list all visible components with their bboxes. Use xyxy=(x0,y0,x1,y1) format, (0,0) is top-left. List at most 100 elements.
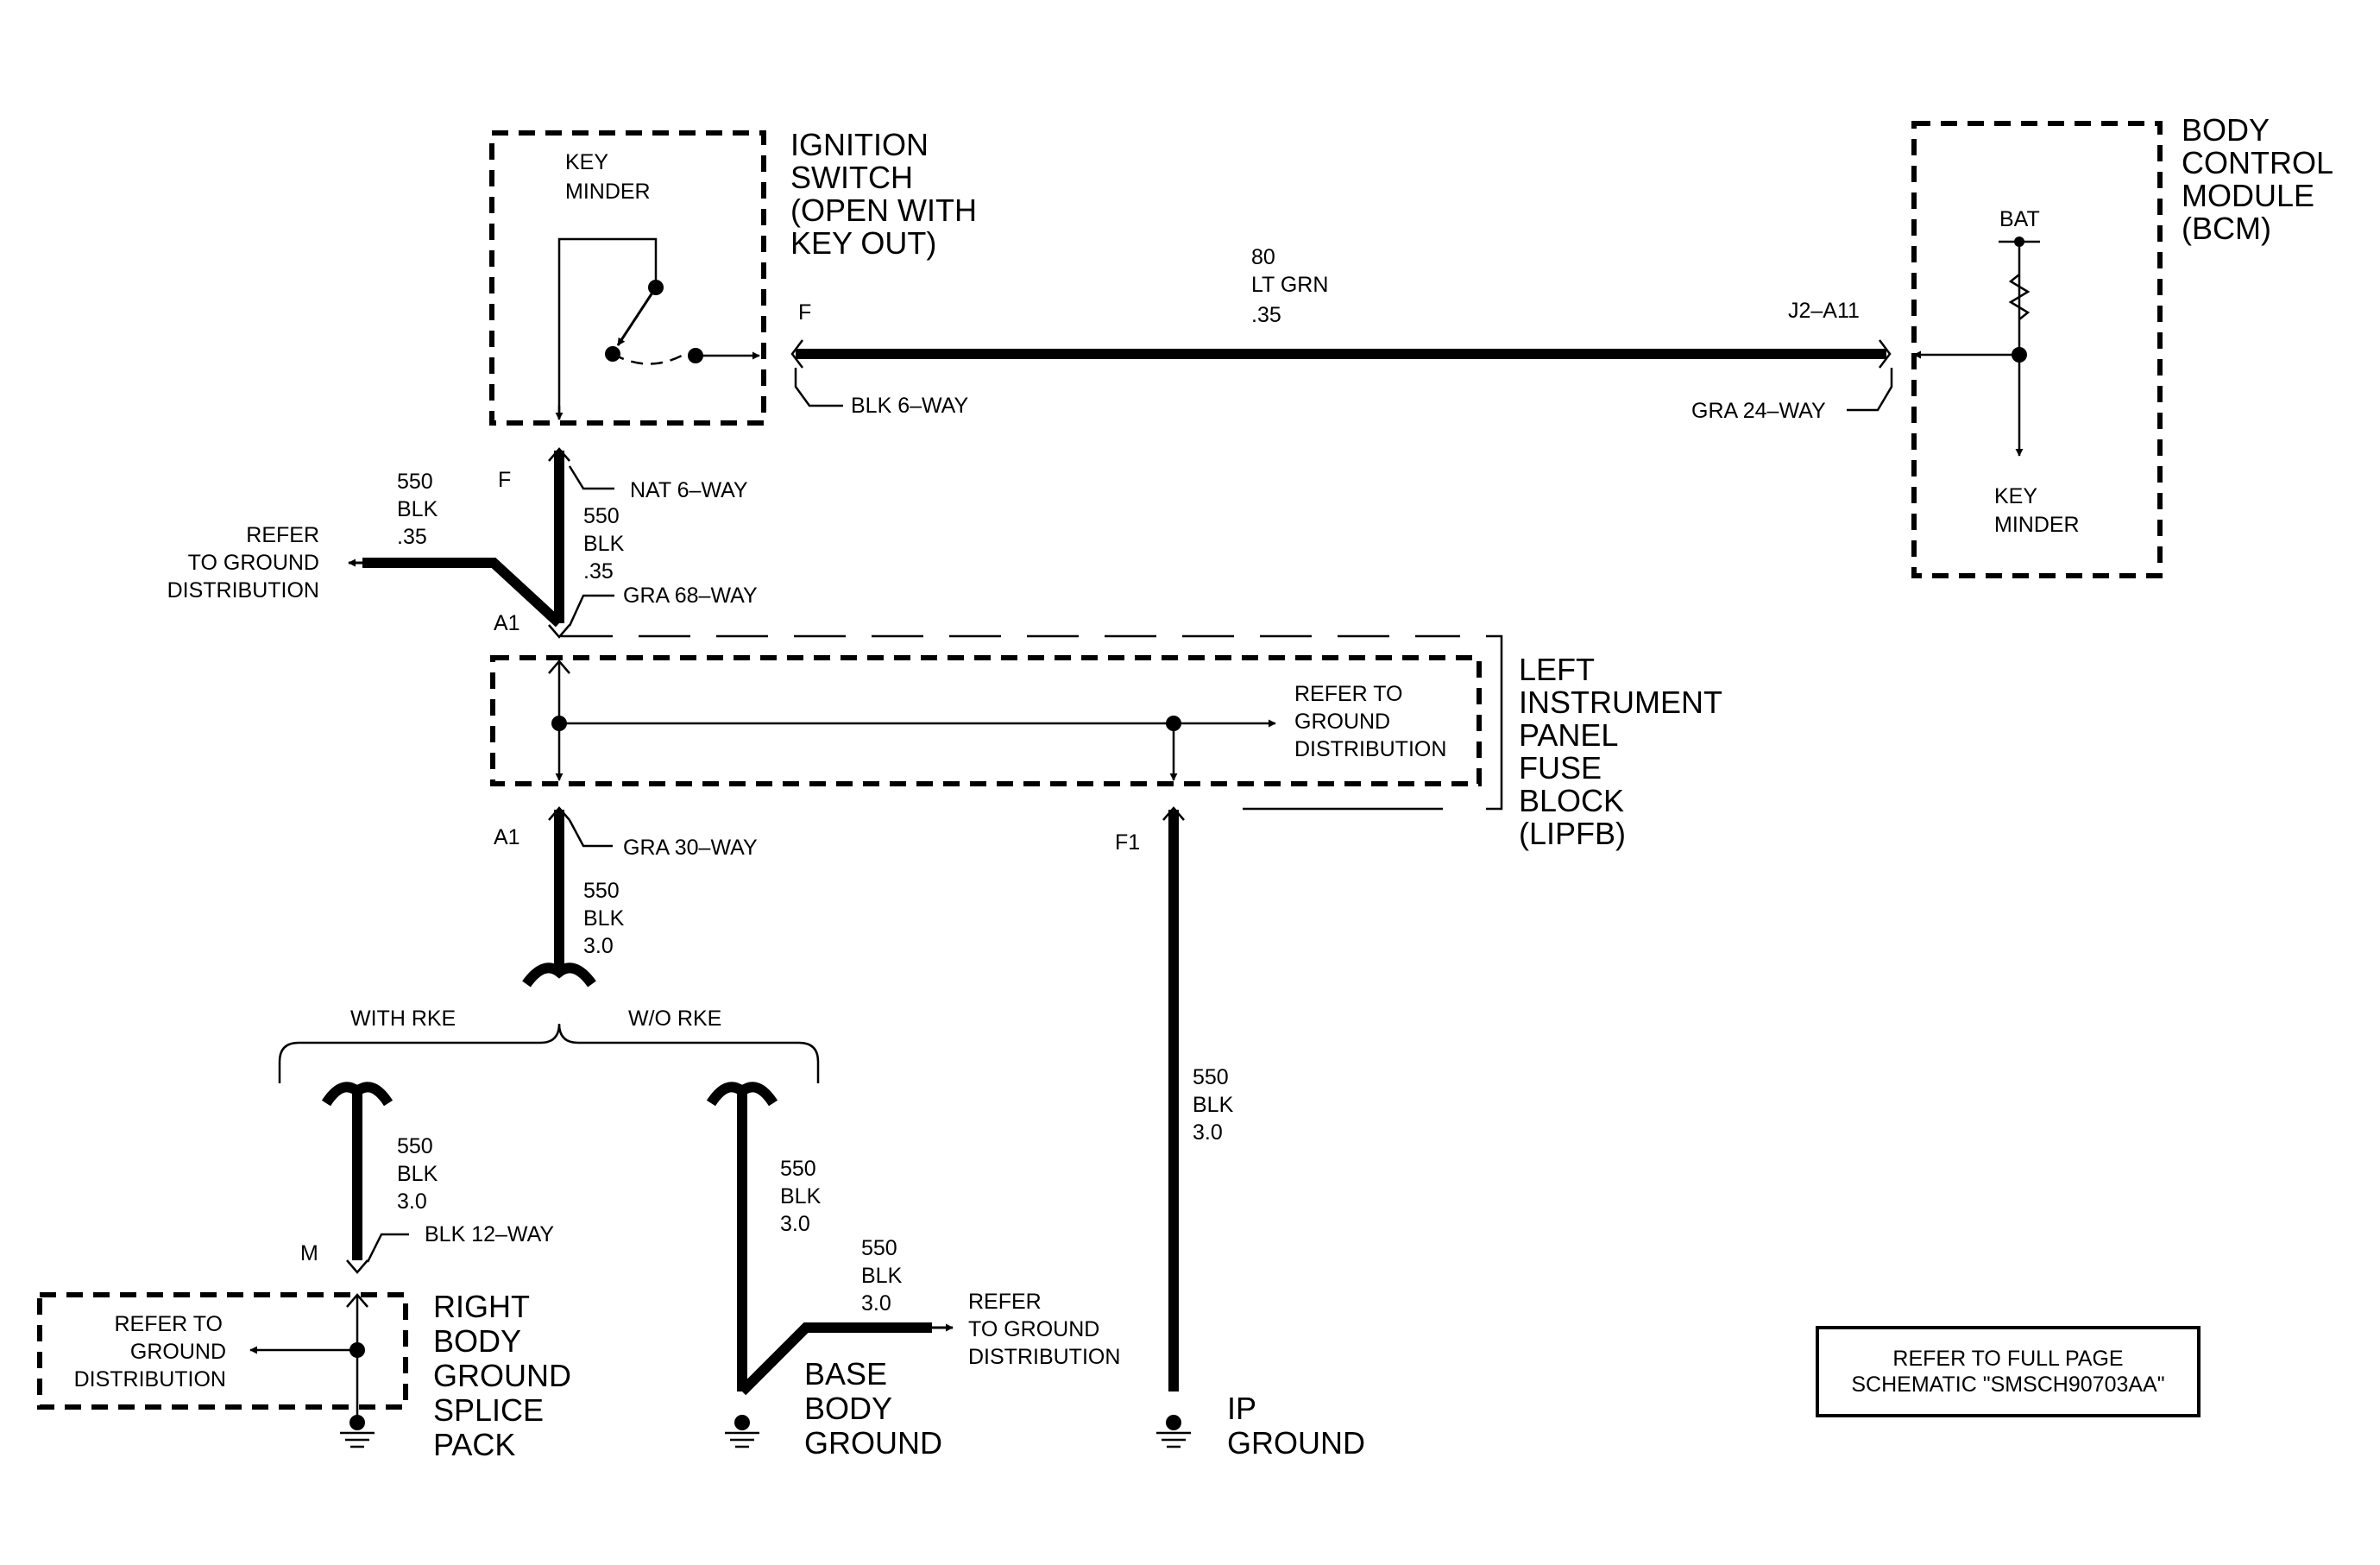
base-branch-color: BLK xyxy=(861,1264,903,1288)
lipfb-title-5: BLOCK xyxy=(1519,783,1624,818)
worke-circuit: 550 xyxy=(780,1157,816,1181)
lipfb-refer-3: DISTRIBUTION xyxy=(1294,737,1446,761)
lipfb-title-2: INSTRUMENT xyxy=(1519,685,1722,720)
bcm-title-4: (BCM) xyxy=(2182,211,2271,246)
base-branch-refer-2: TO GROUND xyxy=(968,1317,1099,1341)
splice-refer-2: GROUND xyxy=(130,1340,226,1364)
base-branch-refer-1: REFER xyxy=(968,1290,1042,1314)
bcm-title-3: MODULE xyxy=(2182,178,2314,213)
base-ground-title-3: GROUND xyxy=(804,1425,942,1461)
fuse-f1-terminal: F1 xyxy=(1115,830,1140,855)
option-bracket xyxy=(278,1023,820,1083)
bcm-title-1: BODY xyxy=(2182,112,2270,148)
rke-circuit: 550 xyxy=(397,1134,433,1158)
wire-550-ip xyxy=(1162,806,1185,1391)
bcm-connector: GRA 24–WAY xyxy=(1691,399,1826,423)
to-fuse-color: BLK xyxy=(583,532,625,556)
ip-gauge: 3.0 xyxy=(1193,1120,1223,1145)
bcm-bat-label: BAT xyxy=(1999,207,2040,231)
to-fuse-terminal: A1 xyxy=(494,611,520,635)
left-branch-circuit: 550 xyxy=(397,470,433,494)
bcm-box xyxy=(1911,121,2163,578)
base-body-ground-icon xyxy=(725,1415,759,1448)
ignition-switch-title-2: SWITCH xyxy=(790,160,913,195)
ip-ground-icon xyxy=(1156,1415,1191,1448)
rke-color: BLK xyxy=(397,1162,438,1186)
from-fuse-circuit: 550 xyxy=(583,879,620,903)
base-branch-refer-3: DISTRIBUTION xyxy=(968,1345,1120,1369)
splice-refer-3: DISTRIBUTION xyxy=(74,1367,226,1391)
splice-pack-ground-icon xyxy=(340,1415,375,1448)
wire-80-color: LT GRN xyxy=(1251,273,1328,297)
lipfb-title-4: FUSE xyxy=(1519,750,1602,786)
ignition-switch-contacts xyxy=(555,237,760,420)
splice-pack-internal xyxy=(249,1293,368,1426)
to-fuse-circuit: 550 xyxy=(583,504,620,528)
splice-title-5: PACK xyxy=(433,1427,515,1462)
ignition-switch-box xyxy=(489,130,766,426)
base-ground-title-1: BASE xyxy=(804,1356,887,1391)
worke-color: BLK xyxy=(780,1184,822,1208)
ignition-terminal-f: F xyxy=(798,300,811,325)
bcm-key-minder-1: KEY xyxy=(1994,484,2037,508)
ip-color: BLK xyxy=(1193,1093,1234,1117)
lipfb-outline xyxy=(561,634,1503,811)
worke-gauge: 3.0 xyxy=(780,1212,810,1236)
fuse-a1-terminal: A1 xyxy=(494,825,520,849)
left-branch-color: BLK xyxy=(397,497,438,521)
ip-ground-title-1: IP xyxy=(1227,1391,1256,1426)
wire-80-gauge: .35 xyxy=(1251,303,1281,327)
bcm-key-minder-2: MINDER xyxy=(1994,513,2080,537)
lipfb-title-6: (LIPFB) xyxy=(1519,816,1626,851)
base-ground-title-2: BODY xyxy=(804,1391,892,1426)
from-fuse-color: BLK xyxy=(583,906,625,931)
base-branch-gauge: 3.0 xyxy=(861,1291,891,1316)
ip-circuit: 550 xyxy=(1193,1065,1229,1089)
schematic-note-2: SCHEMATIC "SMSCH90703AA" xyxy=(1851,1373,2164,1397)
to-fuse-gauge: .35 xyxy=(583,559,614,584)
ip-ground-title-2: GROUND xyxy=(1227,1425,1365,1461)
lipfb-refer-1: REFER TO xyxy=(1294,682,1403,706)
wire-80 xyxy=(790,339,1893,412)
option-wo-rke: W/O RKE xyxy=(628,1007,721,1031)
left-branch-refer-2: TO GROUND xyxy=(188,551,319,575)
key-minder-label-1: KEY xyxy=(565,150,608,174)
splice-title-3: GROUND xyxy=(433,1358,571,1393)
wire-550-from-fuse xyxy=(522,806,613,988)
rke-terminal: M xyxy=(300,1241,318,1265)
wire-550-ign-to-fuse xyxy=(348,447,614,639)
to-fuse-connector: GRA 68–WAY xyxy=(623,584,758,608)
ignition-switch-title-4: KEY OUT) xyxy=(790,225,936,261)
rke-gauge: 3.0 xyxy=(397,1190,427,1214)
bcm-title-2: CONTROL xyxy=(2182,145,2333,180)
option-with-rke: WITH RKE xyxy=(350,1007,456,1031)
lipfb-title-1: LEFT xyxy=(1519,652,1595,687)
bcm-internal xyxy=(1913,237,2040,457)
schematic-note-1: REFER TO FULL PAGE xyxy=(1892,1347,2123,1371)
bcm-terminal: J2–A11 xyxy=(1788,299,1860,323)
lipfb-box xyxy=(490,655,1482,786)
lipfb-internal xyxy=(548,659,1276,781)
lipfb-title-3: PANEL xyxy=(1519,717,1618,753)
key-minder-label-2: MINDER xyxy=(565,180,651,204)
ign-bottom-connector: NAT 6–WAY xyxy=(630,478,748,502)
wire-550-rke xyxy=(321,1082,409,1274)
splice-title-1: RIGHT xyxy=(433,1289,530,1324)
ign-bottom-terminal-f: F xyxy=(498,468,511,492)
from-fuse-gauge: 3.0 xyxy=(583,934,614,958)
rke-connector: BLK 12–WAY xyxy=(425,1222,554,1246)
splice-title-2: BODY xyxy=(433,1323,521,1359)
base-branch-circuit: 550 xyxy=(861,1236,897,1260)
schematic-note-box xyxy=(1816,1326,2201,1417)
ignition-connector-blk6: BLK 6–WAY xyxy=(851,394,968,418)
left-branch-gauge: .35 xyxy=(397,525,427,549)
left-branch-refer-1: REFER xyxy=(246,523,319,547)
ignition-switch-title-3: (OPEN WITH xyxy=(790,192,977,228)
left-branch-refer-3: DISTRIBUTION xyxy=(167,578,319,603)
splice-refer-1: REFER TO xyxy=(115,1312,224,1336)
splice-title-4: SPLICE xyxy=(433,1392,544,1428)
fuse-a1-connector: GRA 30–WAY xyxy=(623,836,758,860)
lipfb-refer-2: GROUND xyxy=(1294,710,1390,734)
wire-80-circuit: 80 xyxy=(1251,245,1275,269)
